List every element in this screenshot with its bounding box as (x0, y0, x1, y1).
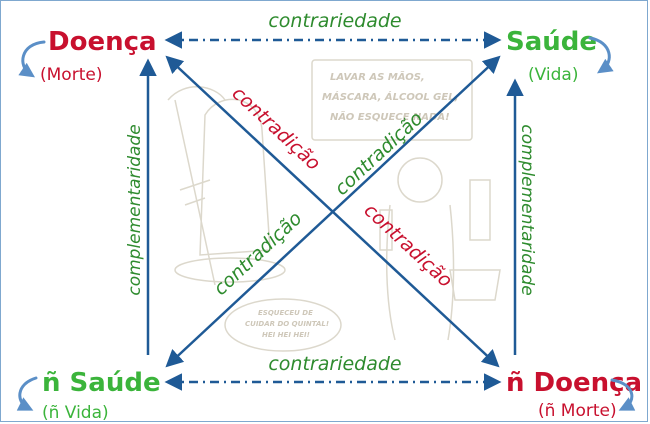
sub-nao-morte: (ñ Morte) (538, 401, 617, 421)
sign-line-1: LAVAR AS MÃOS, (330, 70, 425, 83)
curved-arrow-nao-doenca (610, 378, 636, 411)
complementarity-label-right: complementaridade (517, 124, 537, 295)
contrariety-label-bottom: contrariedade (268, 353, 401, 375)
bubble-line-2: CUIDAR DO QUINTAL! (245, 320, 329, 328)
man-illustration: LAVAR AS MÃOS, MÁSCARA, ÁLCOOL GEL, NÃO … (311, 59, 501, 341)
curved-arrow-saude (588, 36, 614, 74)
curved-arrow-nao-saude (16, 376, 38, 411)
term-doenca: Doença (48, 27, 157, 57)
sub-morte: (Morte) (40, 65, 102, 85)
bubble-line-3: HEI HEI HEI! (262, 331, 310, 339)
sub-vida: (Vida) (528, 65, 578, 85)
curved-arrow-doenca (18, 40, 46, 78)
term-saude: Saúde (506, 27, 597, 57)
contrariety-label-top: contrariedade (268, 10, 401, 32)
sub-nao-vida: (ñ Vida) (42, 403, 109, 423)
bubble-line-1: ESQUECEU DE (258, 309, 313, 317)
contradiction-label-lower-right: contradição (360, 199, 457, 292)
complementarity-label-left: complementaridade (125, 124, 145, 295)
contradiction-diagonal-saude (165, 55, 501, 368)
sign-line-2: MÁSCARA, ÁLCOOL GEL, (322, 90, 458, 103)
term-nao-saude: ñ Saúde (42, 368, 161, 398)
cartoon-bubble: ESQUECEU DE CUIDAR DO QUINTAL! HEI HEI H… (224, 298, 342, 352)
